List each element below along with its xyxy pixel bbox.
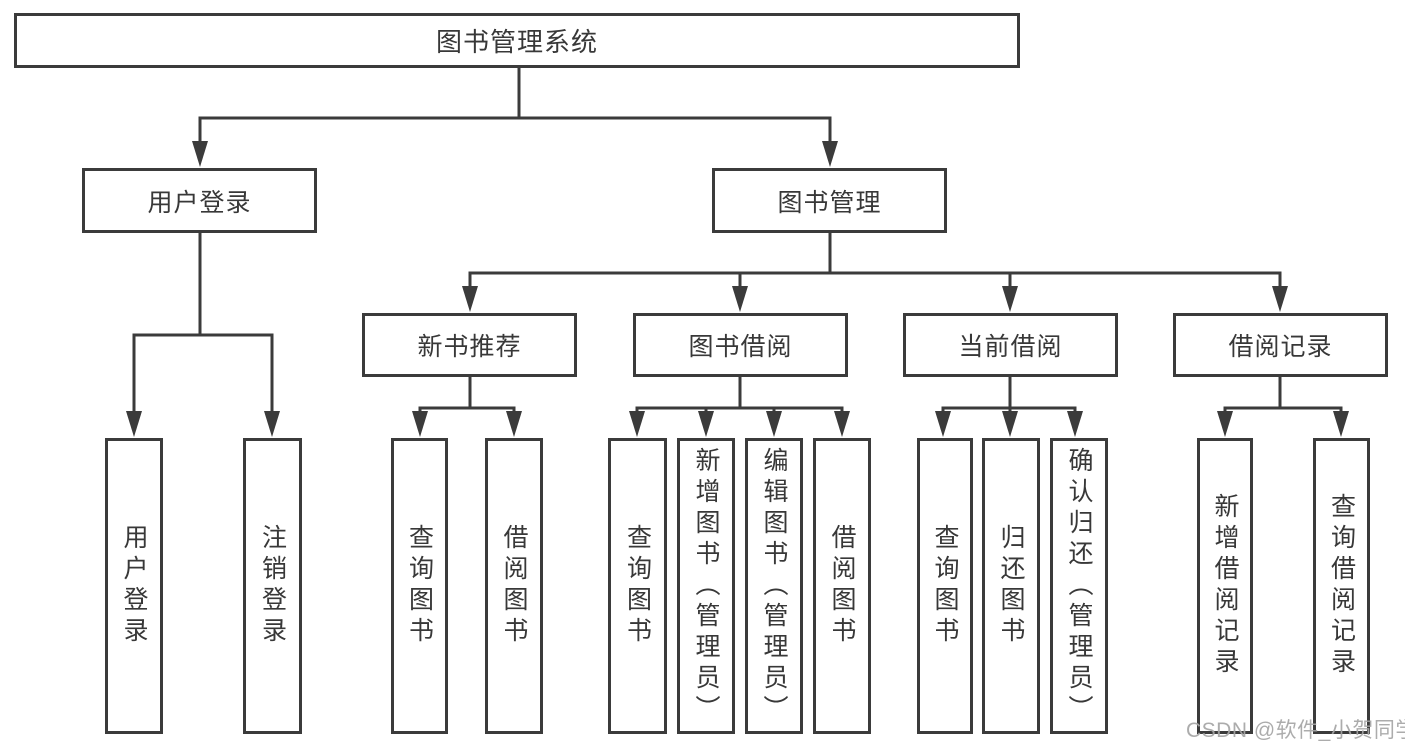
leaf-edit-book-admin: 编辑图书（管理员） [745, 438, 803, 734]
leaf-return-book: 归还图书 [982, 438, 1040, 734]
leaf-borrow-books: 借阅图书 [813, 438, 871, 734]
leaf-query-books-recommend: 查询图书 [391, 438, 448, 734]
watermark: CSDN @软件_小贺同学 [1186, 719, 1405, 742]
leaf-borrow-books-recommend: 借阅图书 [485, 438, 543, 734]
node-borrow-records: 借阅记录 [1173, 313, 1388, 377]
node-new-book-recommend: 新书推荐 [362, 313, 577, 377]
node-book-management: 图书管理 [712, 168, 947, 233]
node-book-borrow: 图书借阅 [633, 313, 848, 377]
leaf-query-borrow-record: 查询借阅记录 [1313, 438, 1370, 734]
leaf-add-book-admin: 新增图书（管理员） [677, 438, 735, 734]
leaf-query-books-current: 查询图书 [917, 438, 973, 734]
leaf-confirm-return-admin: 确认归还（管理员） [1050, 438, 1108, 734]
node-library-management-system: 图书管理系统 [14, 13, 1020, 68]
leaf-query-books-borrow: 查询图书 [608, 438, 667, 734]
node-user-login: 用户登录 [82, 168, 317, 233]
leaf-add-borrow-record: 新增借阅记录 [1197, 438, 1253, 734]
leaf-logout: 注销登录 [243, 438, 302, 734]
node-current-borrow: 当前借阅 [903, 313, 1118, 377]
leaf-user-login: 用户登录 [105, 438, 163, 734]
